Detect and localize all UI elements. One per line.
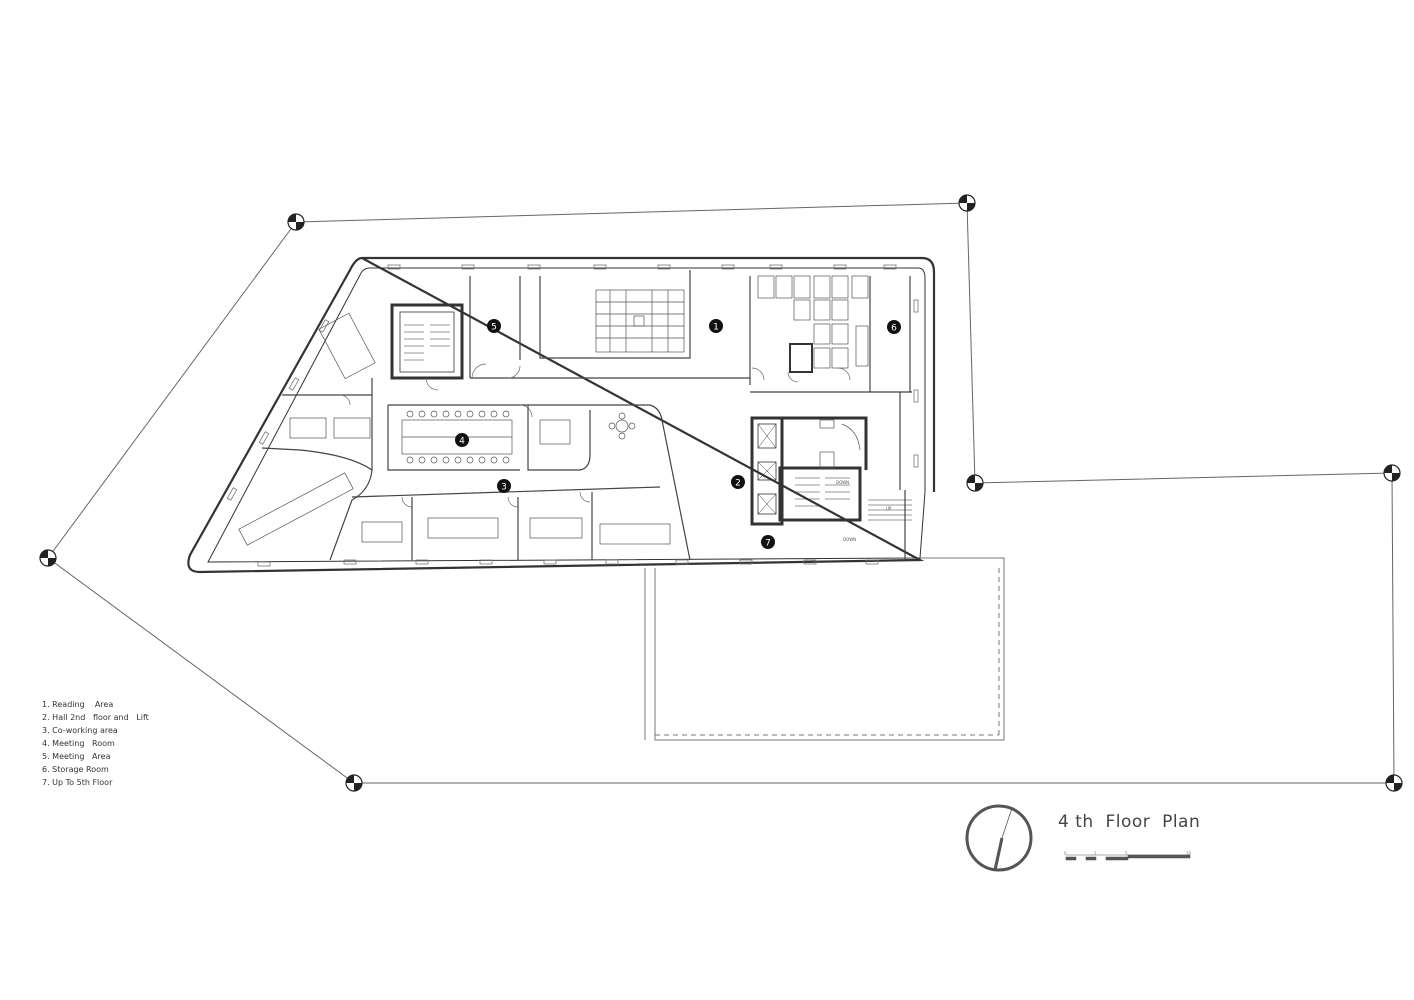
room-marker-6: 6 [887,320,901,334]
room-marker-5: 5 [487,319,501,333]
lift-core [750,343,912,526]
legend-item: 5. Meeting Area [42,752,111,761]
survey-marker [39,549,57,567]
interior-walls [261,270,912,561]
room-marker-2: 2 [731,475,745,489]
survey-marker [966,474,984,492]
svg-text:6: 6 [891,324,897,334]
survey-marker [1383,464,1401,482]
survey-marker [345,774,363,792]
svg-text:1: 1 [713,323,719,333]
svg-text:3: 3 [501,483,507,493]
room-marker-4: 4 [455,433,469,447]
stair-core-left [390,303,464,380]
room-marker-7: 7 [761,535,775,549]
roof-terrace [644,557,1005,741]
legend-item: 3. Co-working area [42,726,118,735]
scale-tick-label: 5 [1125,851,1128,856]
north-arrow-icon [965,804,1033,872]
scale-tick-label: 2 [1094,851,1097,856]
stair-label-up: UP [886,506,892,511]
scale-tick-label: 10 [1186,851,1192,856]
legend-item: 6. Storage Room [42,765,109,774]
svg-text:2: 2 [735,479,741,489]
legend-item: 1. Reading Area [42,700,114,709]
reading-shelves [595,289,685,353]
scale-bar [1065,854,1191,861]
meeting-chairs [406,410,510,464]
svg-text:5: 5 [491,323,497,333]
survey-marker [287,213,305,231]
room-marker-3: 3 [497,479,511,493]
room-markers: 1 2 3 4 5 6 7 [455,319,901,549]
survey-marker [958,194,976,212]
building-outline [187,256,936,574]
room-marker-1: 1 [709,319,723,333]
room-legend: 1. Reading Area 2. Hall 2nd floor and Li… [42,698,149,789]
stair-label-down: DOWN [836,480,849,485]
stair-label-down: DOWN [843,537,856,542]
svg-text:7: 7 [765,539,771,549]
furniture [238,312,861,546]
site-boundary [47,202,1395,784]
survey-marker [1385,774,1403,792]
stair-labels: DOWN DOWN UP [836,480,892,542]
legend-item: 2. Hall 2nd floor and Lift [42,713,149,722]
legend-item: 7. Up To 5th Floor [42,778,113,787]
restroom-stalls [757,275,869,369]
legend-item: 4. Meeting Room [42,739,115,748]
door-swings [339,363,851,508]
diagonal-desk-rows [238,312,376,546]
plan-title: 4 th Floor Plan [1058,812,1201,832]
svg-text:4: 4 [459,437,465,447]
scale-tick-label: 0 [1064,851,1067,856]
survey-markers [39,194,1403,792]
window-marks [226,264,919,567]
